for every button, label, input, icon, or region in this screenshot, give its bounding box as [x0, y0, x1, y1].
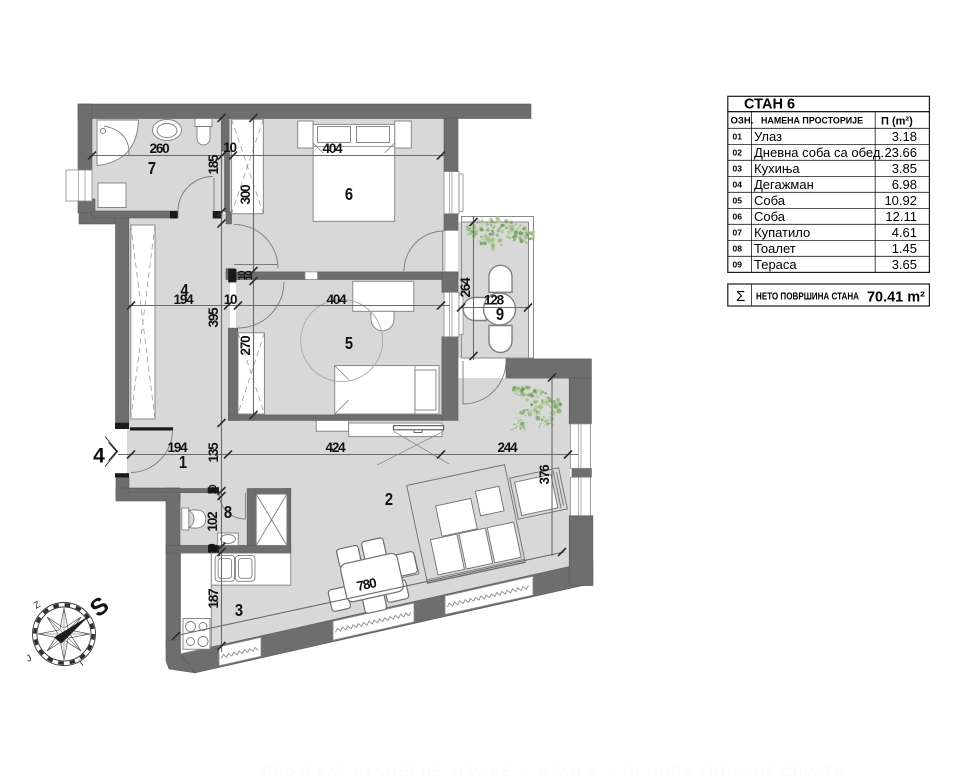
svg-text:Купатило: Купатило: [754, 225, 810, 240]
svg-text:260: 260: [150, 141, 170, 156]
svg-text:10: 10: [224, 292, 237, 307]
svg-text:09: 09: [733, 260, 743, 270]
svg-text:ОЗН.: ОЗН.: [731, 116, 754, 127]
svg-text:9: 9: [496, 305, 504, 325]
svg-text:НАМЕНА ПРОСТОРИЈЕ: НАМЕНА ПРОСТОРИЈЕ: [761, 116, 863, 127]
svg-text:7: 7: [148, 159, 156, 179]
svg-text:3: 3: [235, 601, 243, 621]
svg-text:6: 6: [345, 185, 353, 205]
svg-text:J: J: [25, 653, 34, 665]
svg-text:01: 01: [733, 132, 743, 142]
svg-text:4.61: 4.61: [892, 225, 917, 240]
svg-text:S: S: [85, 592, 114, 623]
svg-text:П (m²): П (m²): [881, 116, 913, 128]
svg-text:4: 4: [180, 281, 189, 301]
svg-text:70.41 m²: 70.41 m²: [867, 290, 925, 306]
svg-text:5: 5: [345, 334, 353, 354]
svg-text:06: 06: [733, 212, 743, 222]
svg-text:10: 10: [208, 543, 219, 553]
svg-text:3.65: 3.65: [892, 257, 917, 272]
svg-text:102: 102: [205, 512, 220, 532]
svg-text:10.92: 10.92: [884, 193, 917, 208]
svg-text:10: 10: [223, 140, 236, 155]
svg-text:Тераса: Тераса: [754, 257, 797, 272]
svg-text:23.66: 23.66: [884, 145, 917, 160]
svg-text:376: 376: [537, 464, 552, 485]
svg-text:Улаз: Улаз: [754, 129, 782, 144]
svg-text:6.98: 6.98: [892, 177, 917, 192]
svg-text:10: 10: [208, 484, 219, 494]
svg-text:Дегажман: Дегажман: [754, 177, 814, 192]
svg-text:187: 187: [206, 589, 221, 609]
svg-text:404: 404: [327, 292, 348, 307]
svg-text:Дневна соба са обед.: Дневна соба са обед.: [754, 145, 884, 160]
svg-text:4: 4: [93, 445, 105, 468]
svg-text:07: 07: [733, 228, 743, 238]
svg-text:03: 03: [733, 164, 743, 174]
svg-text:3.18: 3.18: [892, 129, 917, 144]
svg-text:Соба: Соба: [754, 209, 786, 224]
svg-text:185: 185: [206, 154, 221, 175]
svg-text:Соба: Соба: [754, 193, 786, 208]
svg-text:12.11: 12.11: [885, 209, 917, 224]
svg-text:10: 10: [244, 270, 255, 280]
svg-text:СТАН 6: СТАН 6: [744, 97, 795, 113]
svg-text:05: 05: [733, 196, 743, 206]
svg-text:i: i: [77, 658, 85, 668]
svg-text:395: 395: [206, 307, 221, 328]
svg-text:Тоалет: Тоалет: [754, 241, 796, 256]
svg-text:Z: Z: [32, 599, 43, 612]
svg-text:244: 244: [498, 440, 519, 455]
svg-text:Кухиња: Кухиња: [754, 161, 800, 176]
svg-text:02: 02: [733, 148, 743, 158]
svg-text:194: 194: [174, 292, 195, 307]
svg-text:8: 8: [224, 503, 232, 523]
svg-text:135: 135: [206, 442, 221, 463]
svg-text:ПРОЈЕКАТ СТАМБЕНЕ ЗГРАДЕ — СТА: ПРОЈЕКАТ СТАМБЕНЕ ЗГРАДЕ — СТАН 6 — ОСНО…: [262, 763, 846, 779]
svg-text:300: 300: [238, 185, 253, 205]
svg-text:424: 424: [326, 440, 347, 455]
svg-text:1.45: 1.45: [892, 241, 917, 256]
svg-text:04: 04: [733, 180, 743, 190]
svg-text:Σ: Σ: [736, 288, 745, 305]
svg-text:10: 10: [237, 270, 248, 280]
svg-text:3.85: 3.85: [892, 161, 917, 176]
svg-text:404: 404: [323, 141, 344, 156]
svg-text:128: 128: [484, 293, 505, 308]
svg-text:2: 2: [385, 490, 393, 510]
svg-text:194: 194: [168, 440, 189, 455]
svg-text:08: 08: [733, 244, 743, 254]
svg-text:780: 780: [355, 575, 377, 594]
svg-text:264: 264: [458, 277, 473, 298]
svg-text:НЕТО ПОВРШИНА СТАНА: НЕТО ПОВРШИНА СТАНА: [756, 292, 859, 303]
svg-text:1: 1: [179, 453, 187, 473]
svg-text:270: 270: [238, 336, 253, 356]
